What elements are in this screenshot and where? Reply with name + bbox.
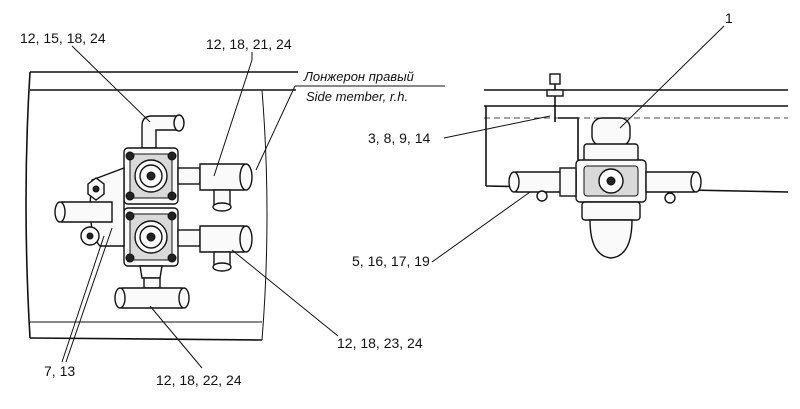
left-top-elbow	[141, 114, 185, 149]
label-right-one: 1	[725, 10, 733, 26]
label-right-a: 3, 8, 9, 14	[368, 130, 430, 146]
left-side-member	[25, 71, 298, 341]
label-right-b: 5, 16, 17, 19	[352, 253, 430, 269]
callout-labels: 12, 15, 18, 24 12, 18, 21, 24 Лонжерон п…	[20, 10, 733, 388]
valve-block-lower	[123, 207, 179, 279]
label-left-top-b: 12, 18, 21, 24	[206, 36, 292, 52]
left-tee-bottom	[114, 277, 190, 309]
right-view	[431, 25, 789, 263]
left-bracket	[54, 166, 125, 247]
label-left-top-a: 12, 15, 18, 24	[20, 30, 106, 46]
left-tee-upper	[177, 163, 253, 212]
right-leaders	[431, 25, 725, 263]
valve-block-upper	[123, 147, 179, 205]
label-left-bottom-a: 7, 13	[44, 363, 75, 379]
left-view	[25, 45, 445, 369]
right-pipes	[508, 167, 702, 204]
right-bolt-bracket	[546, 73, 579, 160]
label-member-ru: Лонжерон правый	[303, 69, 414, 84]
label-left-bottom-b: 12, 18, 22, 24	[156, 372, 242, 388]
left-leaders	[61, 45, 445, 369]
label-left-right: 12, 18, 23, 24	[337, 335, 423, 351]
left-tee-lower	[177, 225, 253, 272]
right-valve	[575, 117, 647, 259]
label-member-en: Side member, r.h.	[306, 89, 408, 104]
